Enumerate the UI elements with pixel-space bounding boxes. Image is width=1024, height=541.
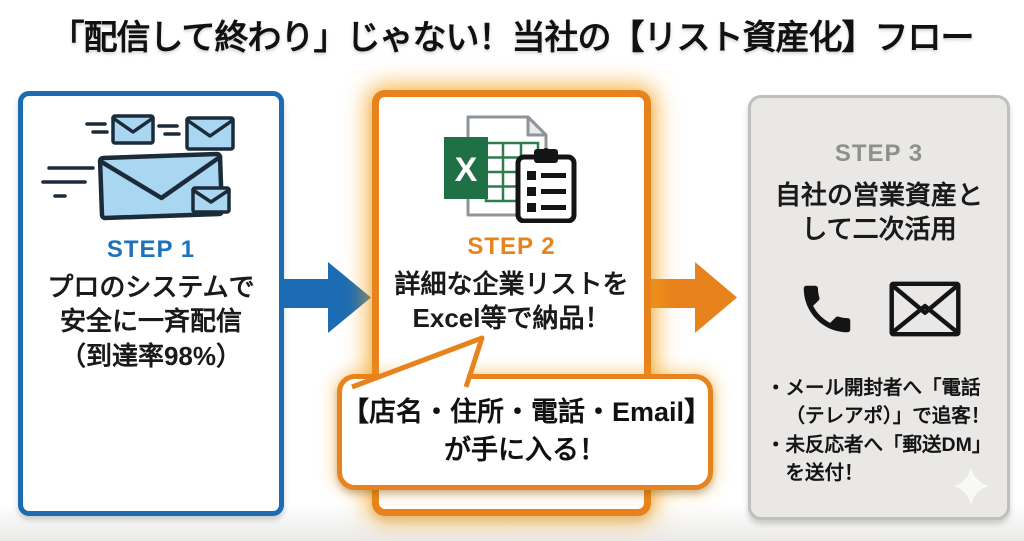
step3-line2: して二次活用 xyxy=(801,214,957,245)
step1-label: STEP 1 xyxy=(106,236,196,263)
step1-card: STEP 1 プロのシステムで 安全に一斉配信 （到達率98%） xyxy=(18,91,284,516)
flying-emails-icon xyxy=(41,110,261,230)
sparkle-icon xyxy=(953,467,989,506)
speech-bubble-tail xyxy=(351,335,485,390)
speech-bubble: 【店名・住所・電話・Email】 が手に入る！ xyxy=(337,374,713,490)
phone-mail-icons xyxy=(751,278,1007,340)
phone-icon xyxy=(803,285,851,333)
excel-checklist-icon: X xyxy=(442,111,582,224)
bubble-line2: が手に入る！ xyxy=(444,435,606,465)
step2-description: 詳細な企業リストを Excel等で納品！ xyxy=(379,267,644,336)
arrow-step2-to-step3-icon xyxy=(651,262,737,333)
bullet-item-phone-followup: ・メール開封者へ「電話（テレアポ）」で追客！ xyxy=(766,377,991,428)
arrow-step1-to-step2-icon xyxy=(283,262,371,333)
step3-label: STEP 3 xyxy=(834,140,924,167)
step3-line1: 自社の営業資産と xyxy=(774,180,983,210)
step1-description: プロのシステムで 安全に一斉配信 （到達率98%） xyxy=(23,270,279,373)
bubble-line1: 【店名・住所・電話・Email】 xyxy=(342,397,712,428)
bullet-item-dm-mailing: ・未反応者へ「郵送DM」を送付！ xyxy=(766,433,992,484)
step2-line1: 詳細な企業リストを xyxy=(394,269,629,299)
step3-description: 自社の営業資産と して二次活用 xyxy=(751,178,1007,247)
step1-line1: プロのシステムで xyxy=(47,272,255,302)
envelope-icon xyxy=(889,281,961,337)
step1-line2: 安全に一斉配信 xyxy=(59,306,242,337)
svg-text:X: X xyxy=(454,151,477,189)
bullet-list: ・メール開封者へ「電話（テレアポ）」で追客！ ・未反応者へ「郵送DM」を送付！ xyxy=(766,374,998,487)
step2-label: STEP 2 xyxy=(467,233,556,260)
step2-line2: Excel等で納品！ xyxy=(412,303,611,334)
step3-card: STEP 3 自社の営業資産と して二次活用 ・メール開封者へ「電話（テレアポ）… xyxy=(748,95,1010,520)
page-title: 「配信して終わり」じゃない！当社の【リスト資産化】フロー xyxy=(50,19,975,57)
step1-line3: （到達率98%） xyxy=(59,340,243,371)
